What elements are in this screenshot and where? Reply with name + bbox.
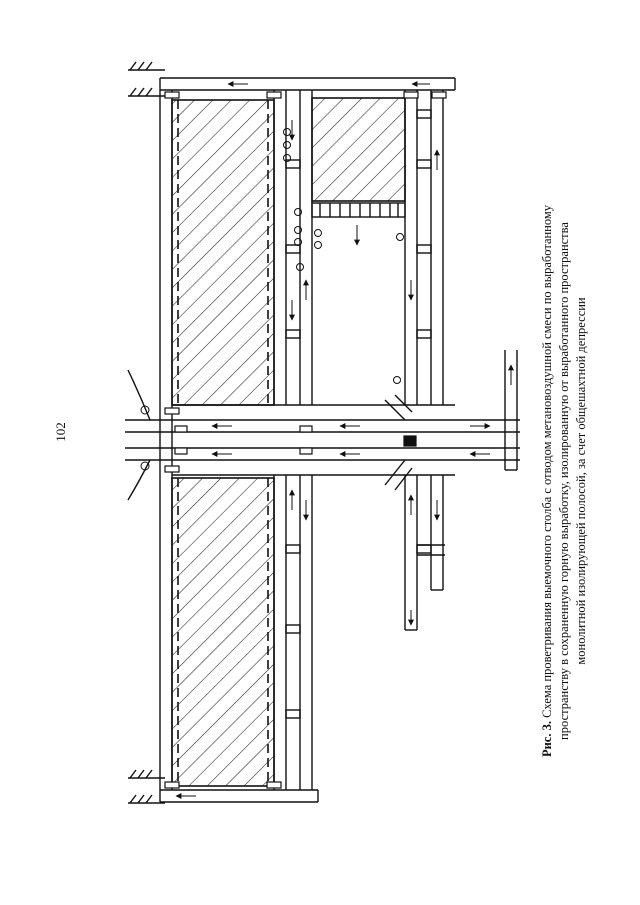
ventilation-devices (140, 128, 404, 471)
crosscuts-bottom (285, 544, 432, 719)
figure-caption: Рис. 3. Схема проветривания выемочного с… (539, 186, 640, 776)
caption-line-1: Рис. 3. Схема проветривания выемочного с… (539, 186, 556, 776)
main-entries (125, 350, 520, 476)
crosscuts-top (285, 109, 432, 339)
caption-label: Рис. 3. (540, 721, 554, 758)
ground-hatch-top (128, 61, 165, 97)
caption-line-2: пространству в сохраненную горную вырабо… (557, 222, 571, 740)
bottom-drift (160, 789, 319, 803)
mined-block-face (311, 97, 406, 202)
isolation-lines (177, 100, 269, 786)
longwall-face (311, 202, 406, 218)
top-drift (160, 77, 456, 91)
air-doors (164, 91, 447, 789)
caption-text-1: Схема проветривания выемочного столба с … (540, 204, 554, 718)
mined-block-bottom (171, 477, 275, 787)
bottom-branch (405, 544, 445, 631)
airflow-arrows (175, 81, 514, 799)
mined-block-top (171, 99, 275, 406)
ground-hatch-bottom (128, 769, 165, 804)
caption-line-3: монолитной изолирующей полосой, за счет … (574, 297, 588, 665)
